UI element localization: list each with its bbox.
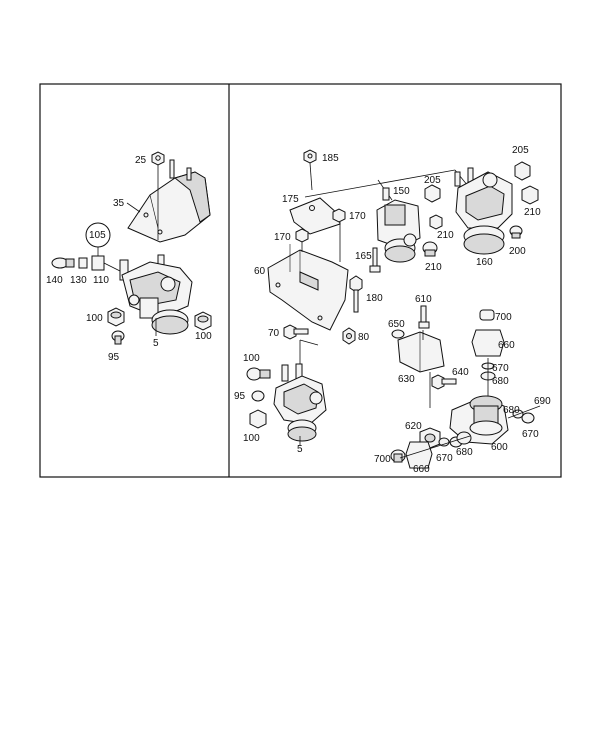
mounting-bracket — [267, 244, 349, 331]
label-100: 100 — [243, 353, 260, 364]
label-170: 170 — [349, 211, 366, 222]
label-660: 660 — [413, 464, 430, 475]
label-210: 210 — [425, 262, 442, 273]
label-130: 130 — [70, 275, 87, 286]
label-35: 35 — [113, 198, 125, 209]
label-200: 200 — [509, 246, 526, 257]
label-100: 100 — [195, 331, 212, 342]
valve-assembly — [119, 254, 193, 335]
label-95: 95 — [234, 391, 246, 402]
label-80: 80 — [358, 332, 370, 343]
label-210: 210 — [524, 207, 541, 218]
bolt-part — [283, 324, 309, 340]
label-60: 60 — [254, 266, 266, 277]
label-165: 165 — [355, 251, 372, 262]
label-70: 70 — [268, 328, 280, 339]
label-680: 680 — [492, 376, 509, 387]
label-210: 210 — [437, 230, 454, 241]
label-660: 660 — [498, 340, 515, 351]
left-panel: 25 35 105 140 130 110 100 95 5 100 — [46, 151, 212, 363]
mounting-bracket — [397, 331, 445, 373]
nut-part — [151, 151, 165, 240]
label-650: 650 — [388, 319, 405, 330]
label-680: 680 — [456, 447, 473, 458]
label-140: 140 — [46, 275, 63, 286]
label-100: 100 — [243, 433, 260, 444]
bracket-part — [127, 159, 211, 243]
label-95: 95 — [108, 352, 120, 363]
label-170: 170 — [274, 232, 291, 243]
label-700: 700 — [495, 312, 512, 323]
label-620: 620 — [405, 421, 422, 432]
label-25: 25 — [135, 155, 147, 166]
label-640: 640 — [452, 367, 469, 378]
label-160: 160 — [476, 257, 493, 268]
label-670: 670 — [436, 453, 453, 464]
diagram-frame — [39, 83, 562, 478]
label-670: 670 — [492, 363, 509, 374]
valve-assembly — [273, 363, 327, 442]
label-205: 205 — [424, 175, 441, 186]
label-5: 5 — [153, 338, 159, 349]
label-690: 690 — [534, 396, 551, 407]
label-630: 630 — [398, 374, 415, 385]
label-5: 5 — [297, 444, 303, 455]
valve-assembly — [454, 167, 513, 255]
valve-assembly — [376, 187, 421, 263]
bolt-part — [349, 275, 363, 313]
plug-part — [107, 307, 125, 327]
label-150: 150 — [393, 186, 410, 197]
right-panel: 185 175 170 170 150 205 205 210 210 210 … — [234, 145, 551, 475]
label-110: 110 — [93, 275, 109, 286]
label-700: 700 — [374, 454, 391, 465]
label-180: 180 — [366, 293, 383, 304]
label-670: 670 — [522, 429, 539, 440]
label-610: 610 — [415, 294, 432, 305]
label-175: 175 — [282, 194, 299, 205]
fitting-parts — [51, 255, 123, 273]
plug-part — [111, 330, 125, 345]
label-185: 185 — [322, 153, 339, 164]
label-100: 100 — [86, 313, 103, 324]
label-600: 600 — [491, 442, 508, 453]
label-680: 680 — [503, 405, 520, 416]
plug-part — [194, 311, 212, 331]
label-105: 105 — [89, 230, 106, 241]
label-205: 205 — [512, 145, 529, 156]
